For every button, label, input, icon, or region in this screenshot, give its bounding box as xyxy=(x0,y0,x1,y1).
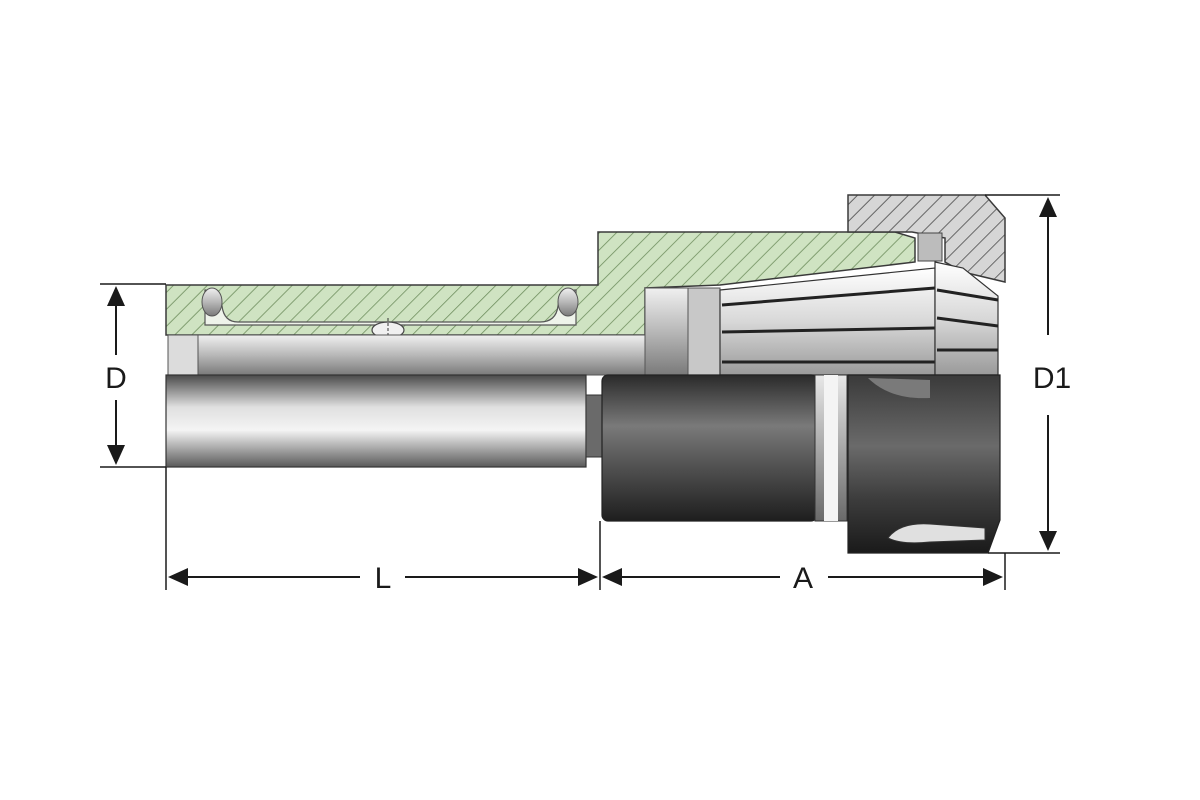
bore-pocket-left-edge xyxy=(201,287,223,317)
collet-nut xyxy=(847,374,1001,554)
dimension-D1-arrow-bottom xyxy=(1039,531,1057,551)
nut-flat-top xyxy=(868,378,930,399)
bore-pocket-right-edge xyxy=(557,287,579,317)
holder-ring-highlight xyxy=(824,375,838,521)
dimension-D1: D1 xyxy=(985,194,1071,554)
holder-body xyxy=(601,374,818,522)
dimension-D: D xyxy=(100,283,166,468)
dimension-D-arrow-top xyxy=(107,286,125,306)
collet-section xyxy=(719,267,936,376)
dimension-L-arrow-left xyxy=(168,568,188,586)
collet-slot-2 xyxy=(721,326,936,334)
shank xyxy=(165,374,587,468)
shank-chamfer xyxy=(585,394,603,458)
dimension-A-label: A xyxy=(793,562,813,595)
dimension-A-arrow-right xyxy=(983,568,1003,586)
nut-slot-1 xyxy=(936,288,999,302)
dimension-D1-label: D1 xyxy=(1033,362,1071,395)
dimension-D-arrow-bottom xyxy=(107,445,125,465)
inner-step-band xyxy=(687,287,721,376)
nut-slot-2 xyxy=(936,316,999,328)
dimension-L-label: L xyxy=(375,562,392,595)
nut-slot-bottom xyxy=(887,523,986,544)
nut-inner-lip xyxy=(917,232,943,262)
dimension-L: L xyxy=(165,467,601,595)
dimension-A: A xyxy=(602,553,1006,595)
inner-bore xyxy=(167,334,649,376)
nut-collet-nose xyxy=(934,261,999,376)
dimension-D1-arrow-top xyxy=(1039,197,1057,217)
inner-bore-end xyxy=(167,334,199,376)
dimension-L-arrow-right xyxy=(578,568,598,586)
dimension-A-arrow-left xyxy=(602,568,622,586)
collet-slot-1 xyxy=(721,286,936,307)
dimension-D-label: D xyxy=(105,362,127,395)
